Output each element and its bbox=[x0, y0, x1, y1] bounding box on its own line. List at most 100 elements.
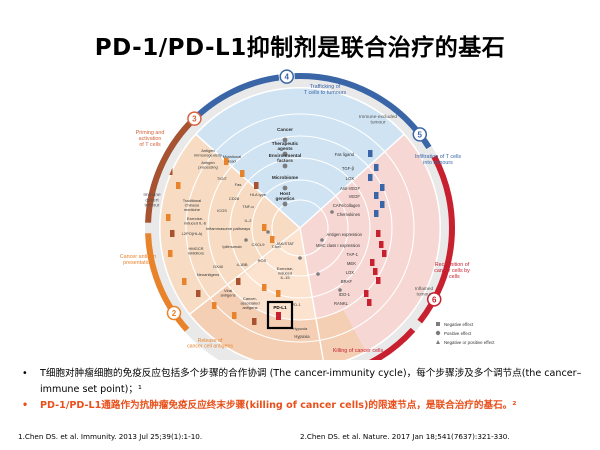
spoke-line-4 bbox=[195, 133, 301, 229]
legend-triangle-icon bbox=[436, 340, 440, 344]
step-4-badge bbox=[279, 69, 295, 84]
orange-factor-9: IL-2 bbox=[245, 218, 253, 223]
step-5-number: 5 bbox=[418, 130, 423, 139]
sector-top-label-0: Cancer bbox=[277, 127, 293, 132]
positive-marker bbox=[266, 230, 270, 234]
sector-top-dot bbox=[282, 201, 288, 207]
legend-label-0: Negative effect bbox=[444, 322, 474, 327]
orange-factor-bar bbox=[224, 158, 229, 165]
legend-label-2: Negative or positive effect bbox=[444, 340, 495, 345]
orange-factor-bar bbox=[196, 290, 201, 297]
orange-factor-bar bbox=[276, 290, 281, 297]
orange-factor-16: ROS bbox=[258, 258, 267, 263]
red-factor-bar bbox=[376, 230, 381, 237]
reference-2: 2.Chen DS. et al. Nature. 2017 Jan 18;54… bbox=[300, 432, 510, 441]
pdl1-highlight-box bbox=[266, 300, 294, 330]
orange-factor-26: ICOS bbox=[217, 208, 227, 213]
ring-line-1 bbox=[251, 179, 349, 277]
step-6-number: 6 bbox=[432, 295, 437, 304]
orange-factor-5: L2PO(HLA) bbox=[182, 231, 203, 236]
orange-factor-12: CXCL9 bbox=[252, 242, 266, 247]
orange-factor-18: PD-1 bbox=[291, 302, 301, 307]
orange-factor-bar bbox=[252, 318, 257, 325]
blue-factor-bar bbox=[374, 192, 379, 199]
blue-factor-3: Anti-VEGF bbox=[340, 186, 360, 191]
step-3-badge bbox=[187, 111, 202, 126]
orange-factor-bar bbox=[254, 182, 259, 189]
red-factor-bar bbox=[376, 277, 381, 284]
orange-factor-27: OX40 bbox=[213, 264, 224, 269]
red-factor-bar bbox=[379, 241, 384, 248]
red-factor-5: BRAF bbox=[341, 279, 353, 284]
step-3-number: 3 bbox=[192, 115, 197, 124]
step-4-number: 4 bbox=[285, 73, 290, 82]
bullet-marker: • bbox=[22, 368, 28, 379]
blue-factor-2: LOX bbox=[346, 176, 355, 181]
blue-factor-bar bbox=[368, 174, 373, 181]
orange-factor-7: Inflammasome pathways bbox=[206, 226, 250, 231]
sector-release-band bbox=[189, 284, 366, 360]
sector-top-dot bbox=[282, 163, 288, 169]
hypoxia-label: Hypoxia bbox=[294, 334, 310, 339]
blue-factor-bar bbox=[374, 164, 379, 171]
red-factor-bar bbox=[367, 299, 372, 306]
bullet-item-cycle: • T细胞对肿瘤细胞的免疫反应包括多个步骤的合作协调 (The cancer-im… bbox=[18, 366, 586, 398]
blue-factor-bar bbox=[374, 210, 379, 217]
blue-factor-4: VEGF bbox=[349, 194, 361, 199]
orange-factor-11: Ipilimumab bbox=[222, 244, 242, 249]
red-factor-2: TAP-1 bbox=[346, 252, 358, 257]
legend-label-1: Positive effect bbox=[444, 331, 472, 336]
legend-square-icon bbox=[436, 322, 440, 326]
reference-1: 1.Chen DS. et al. Immunity. 2013 Jul 25;… bbox=[18, 432, 203, 441]
orange-factor-28: 4-1BB bbox=[236, 262, 247, 267]
orange-factor-bar bbox=[270, 236, 275, 243]
orange-factor-13: Neoantigens bbox=[197, 272, 219, 277]
blue-factor-1: TGF-β bbox=[342, 166, 355, 171]
blue-factor-6: Chemokines bbox=[337, 212, 360, 217]
sector-top-dot bbox=[282, 137, 288, 143]
bullet-text-cycle: T细胞对肿瘤细胞的免疫反应包括多个步骤的合作协调 (The cancer-imm… bbox=[40, 368, 582, 395]
orange-factor-25: CD28 bbox=[229, 196, 240, 201]
orange-factor-bar bbox=[182, 278, 187, 285]
orange-factor-10: HLA type bbox=[250, 192, 267, 197]
orange-factor-20: Hypoxia bbox=[293, 326, 308, 331]
blue-factor-0: Fas ligand bbox=[335, 152, 355, 157]
red-factor-bar bbox=[370, 259, 375, 266]
red-factor-bar bbox=[364, 290, 369, 297]
positive-marker bbox=[244, 238, 248, 242]
spoke-line-3 bbox=[189, 227, 301, 315]
step-3-arc bbox=[145, 112, 201, 223]
orange-factor-bar bbox=[262, 224, 267, 231]
step-7-arc bbox=[368, 327, 416, 360]
orange-factor-bar bbox=[240, 170, 245, 177]
sector-recognition bbox=[300, 134, 440, 360]
blue-factor-5: CAFs/collagen bbox=[333, 203, 361, 208]
positive-marker bbox=[330, 210, 334, 214]
red-factor-0: Antigen expression bbox=[326, 232, 362, 237]
orange-factor-17: JAK/STAT bbox=[276, 241, 295, 246]
blue-factor-bar bbox=[380, 184, 385, 191]
bullet-list: • T细胞对肿瘤细胞的免疫反应包括多个步骤的合作协调 (The cancer-im… bbox=[18, 366, 586, 414]
step-7-label: Killing of cancer cells bbox=[333, 348, 384, 354]
sector-top-dot bbox=[282, 185, 288, 191]
legend-circle-icon bbox=[435, 330, 441, 336]
ring-line-0 bbox=[271, 199, 329, 257]
bullet-marker: • bbox=[22, 400, 29, 411]
pdl1-label: PD-L1 bbox=[273, 305, 287, 310]
orange-factor-8: TNF-α bbox=[242, 204, 254, 209]
step-5-badge bbox=[412, 127, 428, 142]
orange-factor-bar bbox=[166, 214, 171, 221]
outer-ring-band bbox=[145, 73, 455, 360]
